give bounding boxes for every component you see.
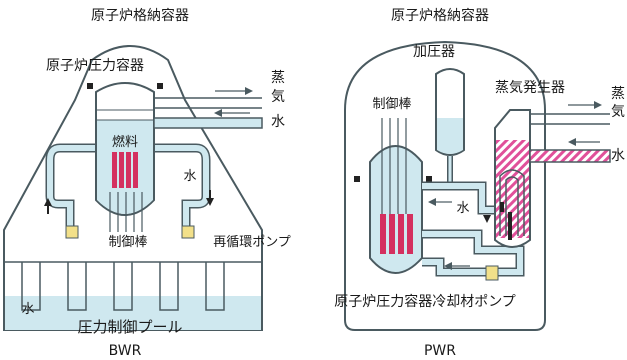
- bwr-pool-water-label: 水: [21, 302, 34, 317]
- bwr-feedwater-line: [153, 109, 263, 129]
- pwr-control-rods-label: 制御棒: [372, 97, 411, 112]
- bwr-pressure-suppression-pool: [5, 296, 261, 330]
- pwr-water-out-label: 水: [611, 148, 625, 164]
- pwr-type-label: PWR: [424, 343, 456, 359]
- bwr-fuel-label: 燃料: [112, 134, 138, 150]
- pwr-diagram: 原子炉格納容器 加圧器 制御棒: [334, 7, 625, 359]
- bwr-type-label: BWR: [109, 343, 142, 359]
- pwr-flow-arrows: [428, 198, 504, 270]
- pwr-steam-label-1: 蒸: [611, 86, 625, 102]
- bwr-pool-label: 圧力制御プール: [77, 318, 182, 336]
- bwr-flow-arrows: [44, 83, 214, 214]
- pwr-reactor-pressure-vessel: [369, 145, 423, 274]
- bwr-water-out-label: 水: [271, 114, 285, 130]
- bwr-steam-label-2: 気: [271, 89, 285, 105]
- pwr-title: 原子炉格納容器: [391, 7, 489, 24]
- bwr-recirc-pump-right: [181, 225, 195, 239]
- bwr-title: 原子炉格納容器: [91, 7, 189, 24]
- bwr-control-rods: [109, 192, 143, 232]
- pwr-coolant-pump-label: 原子炉圧力容器冷却材ポンプ: [334, 293, 516, 310]
- bwr-fuel-assemblies: [112, 152, 138, 188]
- pwr-steam-label-2: 気: [611, 104, 625, 120]
- bwr-water-in-label: 水: [183, 169, 196, 184]
- bwr-control-rods-label: 制御棒: [108, 235, 147, 250]
- bwr-vessel-label: 原子炉圧力容器: [46, 57, 144, 74]
- pwr-steam-line: [530, 101, 610, 125]
- pwr-water-loop-label: 水: [456, 201, 469, 216]
- pwr-feedwater-line: [529, 138, 611, 163]
- pwr-steam-generator-label: 蒸気発生器: [495, 80, 565, 96]
- bwr-recirc-pump-left: [65, 225, 79, 239]
- bwr-steam-label-1: 蒸: [271, 70, 285, 86]
- bwr-recirc-pump-label: 再循環ポンプ: [213, 235, 291, 250]
- bwr-diagram: 原子炉格納容器 水 圧力制御プール: [3, 7, 291, 359]
- pwr-control-rods: [381, 118, 407, 214]
- pwr-primary-coolant-loop: [422, 181, 525, 277]
- bwr-steam-line: [154, 87, 262, 109]
- bwr-downcomer-pipes: [21, 262, 225, 311]
- pwr-pressurizer-label: 加圧器: [413, 44, 455, 60]
- pwr-fuel-assemblies: [380, 214, 413, 254]
- pwr-coolant-pump: [485, 265, 499, 281]
